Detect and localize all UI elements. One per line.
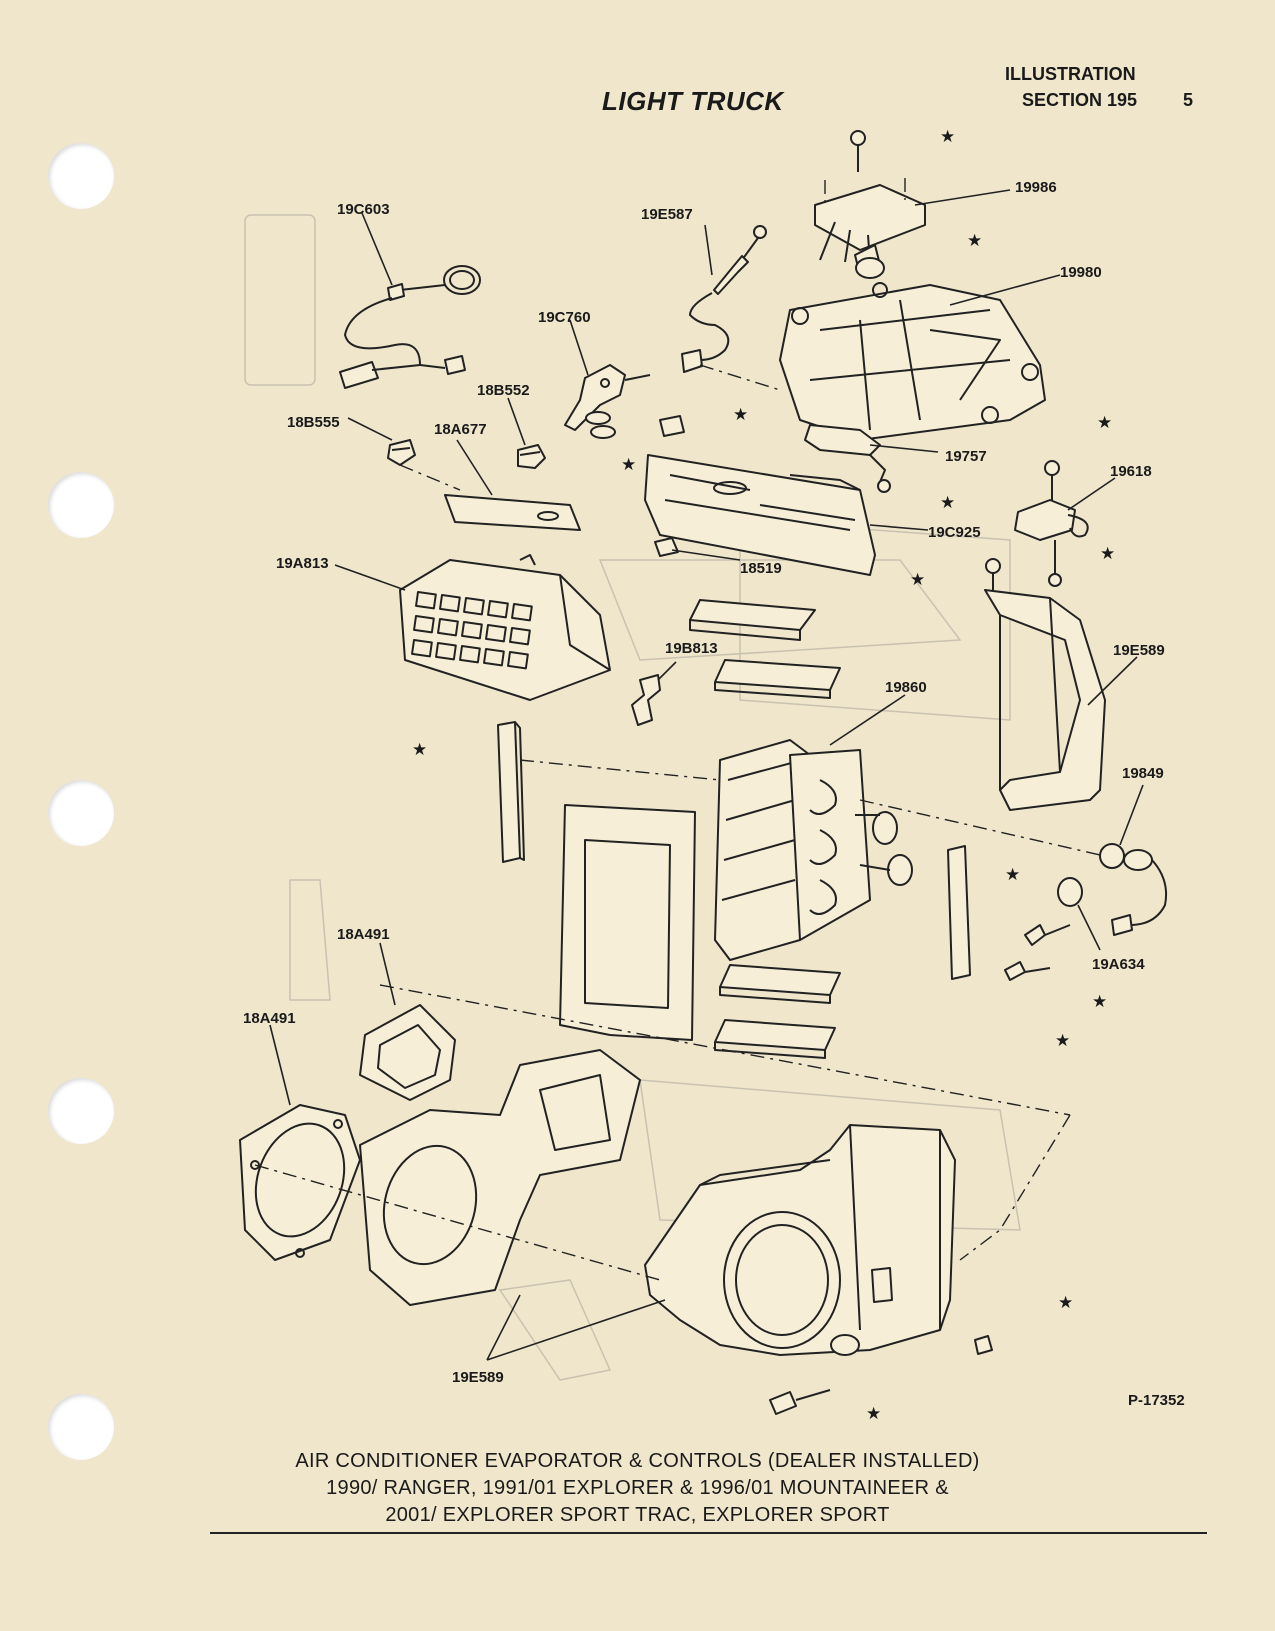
label-19A813: 19A813 bbox=[276, 555, 329, 572]
callout-star: ★ bbox=[940, 127, 955, 147]
callout-star: ★ bbox=[1097, 413, 1112, 433]
label-19C925: 19C925 bbox=[928, 524, 981, 541]
part-18A491-gasket-lower bbox=[239, 1104, 361, 1261]
label-19618: 19618 bbox=[1110, 463, 1152, 480]
part-19757-bracket bbox=[804, 424, 891, 493]
label-19757: 19757 bbox=[945, 448, 987, 465]
binder-hole bbox=[48, 143, 114, 209]
assembly-centerlines bbox=[254, 364, 1101, 1281]
section-label: SECTION 195 bbox=[1022, 90, 1138, 110]
binder-hole bbox=[48, 1394, 114, 1460]
page-number: 5 bbox=[1183, 90, 1194, 110]
callout-leader-lines bbox=[269, 189, 1144, 1361]
label-19849: 19849 bbox=[1122, 765, 1164, 782]
bottom-rule bbox=[210, 1532, 1207, 1534]
label-19980: 19980 bbox=[1060, 264, 1102, 281]
callout-star: ★ bbox=[1092, 992, 1107, 1012]
part-19980-mounting-frame bbox=[779, 282, 1046, 441]
callout-star: ★ bbox=[1100, 544, 1115, 564]
part-seal-strip-right bbox=[947, 845, 971, 980]
part-18519-block bbox=[654, 537, 679, 557]
part-18A677-bracket bbox=[399, 464, 581, 531]
part-seal-strip-left bbox=[497, 721, 525, 863]
part-19E589-housing-right bbox=[984, 558, 1106, 811]
part-19B813-bracket bbox=[631, 674, 661, 726]
part-19A813-grille bbox=[399, 554, 611, 701]
hardware-callout-stars: ★ ★ ★ ★ ★ ★ ★ ★ ★ ★ ★ ★ ★ ★ bbox=[412, 127, 1115, 1424]
part-19E589-gasket-large bbox=[359, 1049, 641, 1306]
label-19C760: 19C760 bbox=[538, 309, 591, 326]
illustration-label: ILLUSTRATION bbox=[1005, 64, 1136, 84]
page-title: LIGHT TRUCK bbox=[602, 86, 784, 116]
binder-hole bbox=[48, 780, 114, 846]
part-18B552-clip bbox=[517, 444, 546, 469]
part-19C925-door bbox=[644, 415, 876, 576]
callout-star: ★ bbox=[940, 493, 955, 513]
label-19E589-bottom: 19E589 bbox=[452, 1369, 504, 1386]
label-18B552: 18B552 bbox=[477, 382, 530, 399]
label-18A677: 18A677 bbox=[434, 421, 487, 438]
part-19E587-control-cable bbox=[681, 225, 767, 373]
label-19A634: 19A634 bbox=[1092, 956, 1145, 973]
part-blower-housing bbox=[644, 1124, 993, 1415]
label-19E587: 19E587 bbox=[641, 206, 693, 223]
binder-hole bbox=[48, 472, 114, 538]
part-18A491-gasket-upper bbox=[359, 1004, 456, 1101]
part-18B555-clip bbox=[387, 439, 416, 466]
figure-reference: P-17352 bbox=[1128, 1392, 1185, 1409]
callout-star: ★ bbox=[866, 1404, 881, 1424]
binder-hole bbox=[48, 1078, 114, 1144]
callout-star: ★ bbox=[910, 570, 925, 590]
callout-star: ★ bbox=[967, 231, 982, 251]
part-number-labels: 19C603 19E587 19986 19980 19C760 18B552 … bbox=[243, 179, 1165, 1386]
callout-star: ★ bbox=[733, 405, 748, 425]
part-19849-switch bbox=[1099, 843, 1168, 936]
part-19C760-lever bbox=[564, 364, 651, 439]
part-19A634-clip bbox=[1004, 877, 1083, 981]
callout-star: ★ bbox=[1005, 865, 1020, 885]
label-19986: 19986 bbox=[1015, 179, 1057, 196]
part-19860-evaporator-core bbox=[714, 739, 913, 961]
caption-line-3: 2001/ EXPLORER SPORT TRAC, EXPLORER SPOR… bbox=[385, 1504, 890, 1526]
label-18519: 18519 bbox=[740, 560, 782, 577]
caption-line-2: 1990/ RANGER, 1991/01 EXPLORER & 1996/01… bbox=[326, 1477, 949, 1499]
label-19E589-right: 19E589 bbox=[1113, 642, 1165, 659]
part-19986-control-assembly bbox=[814, 130, 926, 279]
label-18A491-lower: 18A491 bbox=[243, 1010, 296, 1027]
callout-star: ★ bbox=[621, 455, 636, 475]
part-gasket-frame bbox=[559, 804, 696, 1041]
caption-line-1: AIR CONDITIONER EVAPORATOR & CONTROLS (D… bbox=[295, 1450, 980, 1472]
callout-star: ★ bbox=[1058, 1293, 1073, 1313]
part-door-flaps bbox=[689, 599, 841, 1059]
label-18B555: 18B555 bbox=[287, 414, 340, 431]
part-19C603-sensor bbox=[339, 265, 481, 389]
label-19B813: 19B813 bbox=[665, 640, 718, 657]
callout-star: ★ bbox=[1055, 1031, 1070, 1051]
label-18A491-upper: 18A491 bbox=[337, 926, 390, 943]
label-19C603: 19C603 bbox=[337, 201, 390, 218]
label-19860: 19860 bbox=[885, 679, 927, 696]
callout-star: ★ bbox=[412, 740, 427, 760]
part-19618-actuator bbox=[1014, 460, 1089, 587]
